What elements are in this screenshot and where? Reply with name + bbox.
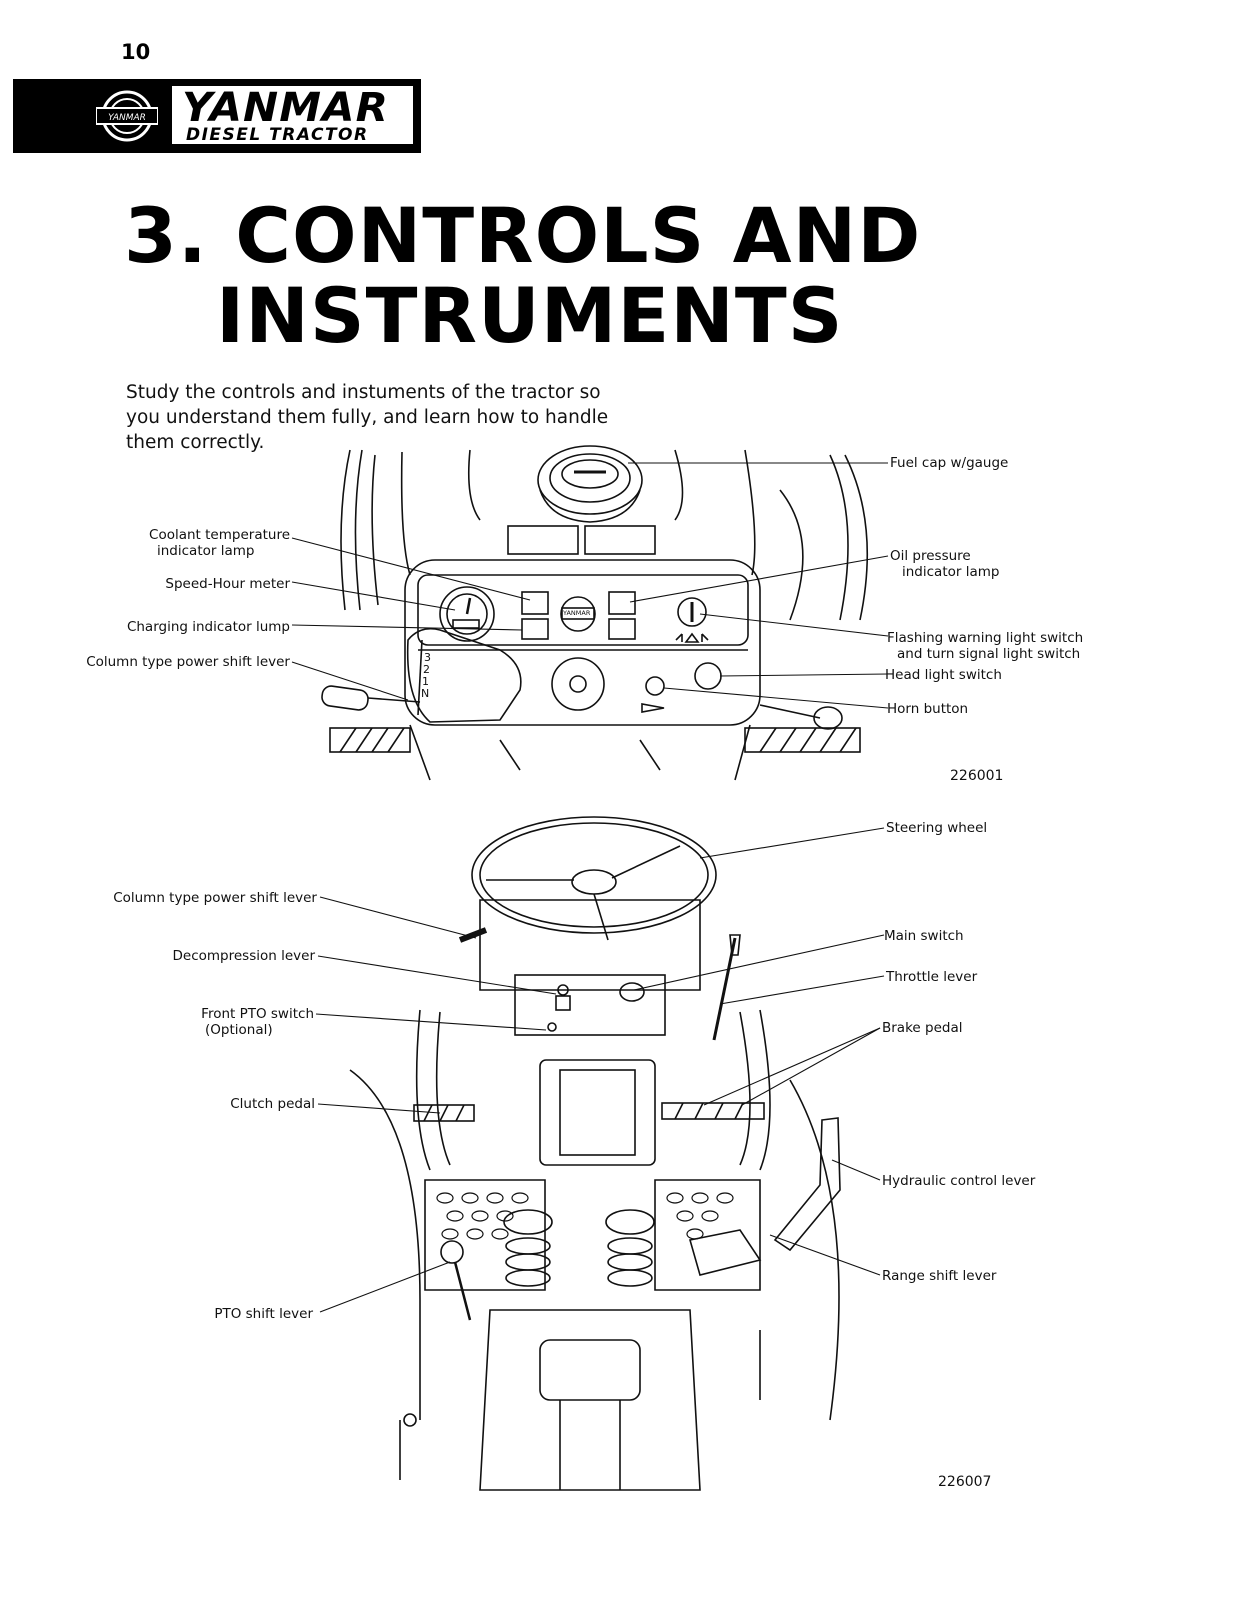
pto-shift-knob-icon (440, 1240, 464, 1264)
brake-pedal-icon (661, 1102, 765, 1120)
dash-badge-label: YANMAR (563, 609, 591, 617)
fuel-cap-icon (537, 445, 643, 523)
blank-lamp-icon (608, 618, 636, 640)
shift-pos-3: 3 (424, 651, 431, 664)
label-main-switch: Main switch (884, 928, 964, 944)
flashing-switch-icon (675, 597, 709, 643)
charging-lamp-icon (521, 618, 549, 640)
label-hydraulic: Hydraulic control lever (882, 1173, 1036, 1189)
instrument-panel-drawing (321, 445, 869, 781)
top-leader-lines (291, 462, 889, 709)
clutch-pedal-icon (413, 1104, 475, 1122)
shift-pos-n: N (421, 687, 430, 700)
label-speed-hour: Speed-Hour meter (165, 576, 290, 592)
label-head-light: Head light switch (885, 667, 1002, 683)
column-shift-lever-drawing (321, 627, 522, 723)
bottom-leader-lines (315, 827, 885, 1313)
label-front-pto-line1: Front PTO switch (201, 1006, 314, 1022)
figure-code-bottom: 226007 (938, 1474, 992, 1490)
label-column-shift-top: Column type power shift lever (86, 654, 290, 670)
brand-box: YANMAR DIESEL TRACTOR (169, 83, 416, 147)
operator-station-drawing (349, 816, 841, 1491)
hydraulic-lever-icon (773, 1117, 841, 1252)
page-number: 10 (121, 40, 151, 64)
label-decompression: Decompression lever (172, 948, 316, 964)
figure-code-top: 226001 (950, 768, 1004, 784)
chapter-title-line1: 3. CONTROLS AND (124, 191, 922, 280)
label-brake: Brake pedal (882, 1020, 963, 1036)
chapter-title: 3. CONTROLS AND INSTRUMENTS (124, 196, 921, 356)
head-light-switch-icon (694, 662, 722, 690)
label-steering: Steering wheel (886, 820, 988, 836)
label-horn: Horn button (887, 701, 969, 717)
label-oil-line2: indicator lamp (902, 564, 1000, 580)
label-coolant-line2: indicator lamp (157, 543, 255, 559)
dash-badge-icon (560, 596, 596, 632)
oil-lamp-icon (608, 591, 636, 615)
yanmar-logo-banner: YANMAR YANMAR DIESEL TRACTOR (13, 79, 421, 153)
label-oil-line1: Oil pressure (890, 548, 971, 564)
ignition-icon (551, 657, 605, 711)
brand-subtitle: DIESEL TRACTOR (186, 125, 369, 145)
shift-pos-2: 2 (423, 663, 430, 676)
label-charging: Charging indicator lump (126, 619, 290, 635)
label-flashing-line2: and turn signal light switch (897, 646, 1081, 662)
label-flashing-line1: Flashing warning light switch (887, 630, 1084, 646)
brand-name: YANMAR (182, 85, 389, 131)
shift-pos-1: 1 (422, 675, 429, 688)
intro-paragraph: Study the controls and instuments of the… (126, 382, 609, 453)
coolant-lamp-icon (521, 591, 549, 615)
label-column-shift-bottom: Column type power shift lever (113, 890, 317, 906)
yanmar-emblem-icon: YANMAR (96, 90, 158, 142)
seat-spring-icon (503, 1209, 655, 1287)
label-clutch: Clutch pedal (230, 1096, 315, 1112)
label-range-shift: Range shift lever (882, 1268, 997, 1284)
chapter-title-line2: INSTRUMENTS (216, 271, 844, 360)
steering-wheel-icon (471, 816, 717, 941)
emblem-label: YANMAR (108, 113, 146, 123)
label-front-pto-line2: (Optional) (205, 1022, 273, 1038)
label-throttle: Throttle lever (886, 969, 978, 985)
label-coolant-line1: Coolant temperature (149, 527, 290, 543)
horn-button-icon (645, 676, 665, 696)
main-switch-icon (619, 982, 645, 1002)
label-fuel-cap: Fuel cap w/gauge (890, 455, 1009, 471)
speed-hour-meter-icon (439, 586, 495, 642)
label-pto-shift: PTO shift lever (214, 1306, 313, 1322)
